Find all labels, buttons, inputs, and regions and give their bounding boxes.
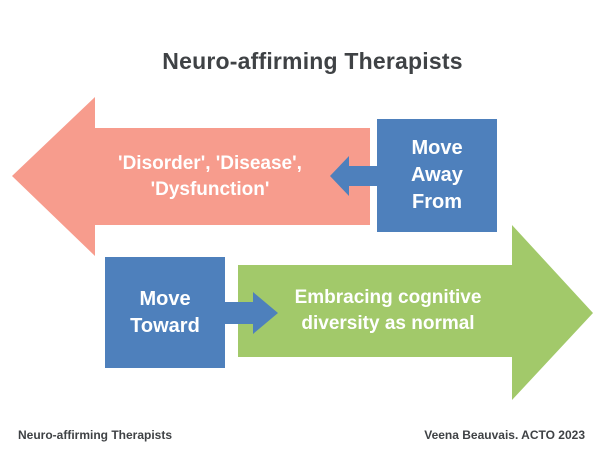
move-toward-box: Move Toward (105, 257, 225, 368)
toward-connector-arrow-icon (221, 292, 278, 334)
page-title: Neuro-affirming Therapists (162, 48, 463, 74)
toward-arrow-label-line1: Embracing cognitive (294, 287, 482, 308)
away-connector-arrow-icon (330, 156, 382, 196)
toward-box-shape (105, 257, 225, 368)
footer-credit: Veena Beauvais. ACTO 2023 (424, 428, 585, 442)
toward-arrow-label-line2: diversity as normal (301, 313, 475, 334)
toward-arrow-shape (238, 225, 593, 400)
footer-title: Neuro-affirming Therapists (18, 428, 173, 442)
away-arrow-label-line2: 'Dysfunction' (150, 178, 270, 200)
away-box-shape (377, 119, 497, 232)
away-arrow-label-line1: 'Disorder', 'Disease', (118, 152, 302, 174)
away-box-line3: From (412, 191, 462, 213)
toward-arrow-label: Embracing cognitive diversity as normal (258, 265, 518, 357)
away-arrow-label: 'Disorder', 'Disease', 'Dysfunction' (50, 128, 370, 225)
away-box-line2: Away (411, 164, 463, 186)
toward-box-line2: Toward (130, 314, 200, 337)
move-away-from-box: Move Away From (377, 119, 497, 232)
away-box-line1: Move (411, 137, 463, 159)
away-arrow-shape (12, 97, 370, 256)
toward-box-line1: Move (139, 287, 191, 310)
